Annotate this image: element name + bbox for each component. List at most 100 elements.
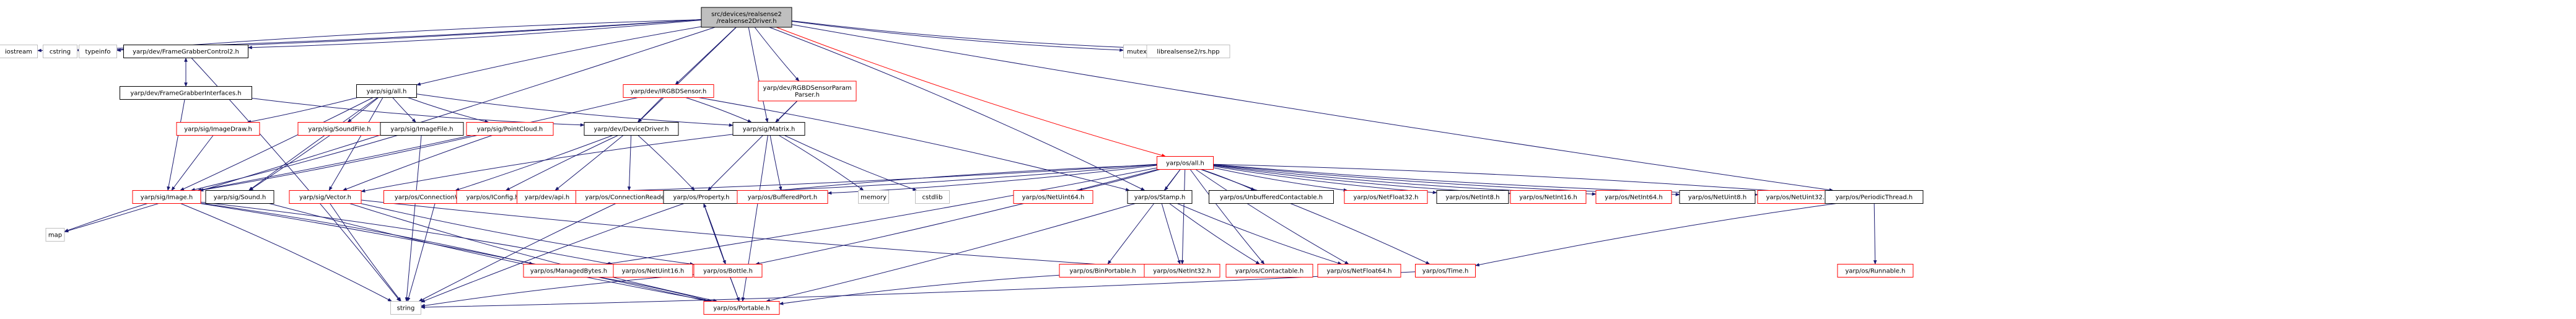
node-box-vector xyxy=(289,190,362,204)
node-netfloat32[interactable]: yarp/os/NetFloat32.h xyxy=(1344,190,1428,204)
node-netint32[interactable]: yarp/os/NetInt32.h xyxy=(1144,264,1220,277)
node-pointcloud[interactable]: yarp/sig/PointCloud.h xyxy=(466,122,554,136)
node-label-time-0: yarp/os/Time.h xyxy=(1422,268,1469,275)
node-box-imagefile xyxy=(380,122,464,136)
node-label-pointcloud-0: yarp/sig/PointCloud.h xyxy=(477,126,543,133)
node-osall[interactable]: yarp/os/all.h xyxy=(1157,156,1214,170)
node-netint64[interactable]: yarp/os/NetInt64.h xyxy=(1595,190,1672,204)
node-unbuffered[interactable]: yarp/os/UnbufferedContactable.h xyxy=(1209,190,1334,204)
node-label-netfloat64-0: yarp/os/NetFloat64.h xyxy=(1326,268,1391,275)
node-cstring: cstring xyxy=(43,45,77,58)
node-label-bottle-0: yarp/os/Bottle.h xyxy=(703,268,753,275)
node-label-netuint64-0: yarp/os/NetUint64.h xyxy=(1022,194,1085,201)
node-netuint8[interactable]: yarp/os/NetUint8.h xyxy=(1679,190,1756,204)
edge-osall-to-netfloat32 xyxy=(1213,167,1348,192)
node-label-fgi-0: yarp/dev/FrameGrabberInterfaces.h xyxy=(130,90,241,97)
edge-osall-to-periodic xyxy=(1213,164,1826,196)
node-box-image xyxy=(132,190,201,204)
node-box-netuint16 xyxy=(613,264,693,277)
node-label-devicedriver-0: yarp/dev/DeviceDriver.h xyxy=(594,126,668,133)
node-box-imagedraw xyxy=(176,122,260,136)
edge-devicedriver-to-iconfig xyxy=(505,135,618,191)
node-bufferedport[interactable]: yarp/os/BufferedPort.h xyxy=(737,190,828,204)
node-netint8[interactable]: yarp/os/NetInt8.h xyxy=(1436,190,1509,204)
edge-matrix-to-vector xyxy=(361,134,734,193)
node-binportable[interactable]: yarp/os/BinPortable.h xyxy=(1059,264,1147,277)
node-label-image-0: yarp/sig/Image.h xyxy=(141,194,193,201)
edge-bottle-to-property xyxy=(703,203,726,264)
node-label-osall-0: yarp/os/all.h xyxy=(1166,160,1204,167)
node-box-root xyxy=(701,7,792,28)
node-portable[interactable]: yarp/os/Portable.h xyxy=(703,301,780,315)
node-box-time xyxy=(1415,264,1476,277)
edge-vector-to-bottle xyxy=(361,203,694,266)
node-box-osall xyxy=(1157,156,1214,170)
node-sound[interactable]: yarp/sig/Sound.h xyxy=(205,190,274,204)
node-netint16[interactable]: yarp/os/NetInt16.h xyxy=(1510,190,1587,204)
edge-image-to-netuint16 xyxy=(200,201,614,266)
node-box-netfloat64 xyxy=(1317,264,1401,277)
node-box-bottle xyxy=(693,264,763,277)
node-api[interactable]: yarp/dev/api.h xyxy=(517,190,577,204)
node-managedbytes[interactable]: yarp/os/ManagedBytes.h xyxy=(523,264,615,277)
node-fgi[interactable]: yarp/dev/FrameGrabberInterfaces.h xyxy=(120,86,252,100)
node-netuint16[interactable]: yarp/os/NetUint16.h xyxy=(613,264,693,277)
edge-fgi-to-devicedriver xyxy=(252,98,585,127)
edge-periodic-to-runnable xyxy=(1873,203,1877,265)
edge-imagefile-to-image xyxy=(190,135,398,191)
node-contactable[interactable]: yarp/os/Contactable.h xyxy=(1225,264,1313,277)
edge-managedbytes-to-portable xyxy=(598,277,712,302)
node-imagefile[interactable]: yarp/sig/ImageFile.h xyxy=(380,122,464,136)
node-box-netint16 xyxy=(1510,190,1587,204)
node-box-netuint8 xyxy=(1679,190,1756,204)
edge-osall-to-contactable xyxy=(1189,169,1265,265)
node-matrix[interactable]: yarp/sig/Matrix.h xyxy=(732,122,805,136)
edge-root-to-devicedriver xyxy=(637,27,737,123)
node-label-netint64-0: yarp/os/NetInt64.h xyxy=(1605,194,1663,201)
node-label-netint32-0: yarp/os/NetInt32.h xyxy=(1153,268,1211,275)
edge-osall-to-netint16 xyxy=(1213,165,1511,195)
node-label-sigall-0: yarp/sig/all.h xyxy=(367,89,407,95)
node-box-bufferedport xyxy=(737,190,828,204)
edge-osall-to-binportable xyxy=(1107,169,1181,265)
node-stamp[interactable]: yarp/os/Stamp.h xyxy=(1127,190,1193,204)
node-image[interactable]: yarp/sig/Image.h xyxy=(132,190,201,204)
node-soundfile[interactable]: yarp/sig/SoundFile.h xyxy=(297,122,382,136)
node-root: src/devices/realsense2/realsense2Driver.… xyxy=(701,7,792,28)
node-label-typeinfo-0: typeinfo xyxy=(85,49,110,56)
edge-root-to-fgc2 xyxy=(247,19,702,50)
node-netfloat64[interactable]: yarp/os/NetFloat64.h xyxy=(1317,264,1401,277)
node-mutex: mutex xyxy=(1123,45,1150,58)
node-box-sigall xyxy=(356,84,417,98)
node-label-property-0: yarp/os/Property.h xyxy=(673,194,730,201)
edge-image-to-managedbytes xyxy=(200,203,534,265)
node-label-root-0: src/devices/realsense2 xyxy=(711,11,782,18)
node-runnable[interactable]: yarp/os/Runnable.h xyxy=(1837,264,1914,277)
node-property[interactable]: yarp/os/Property.h xyxy=(663,190,740,204)
node-netuint64[interactable]: yarp/os/NetUint64.h xyxy=(1013,190,1093,204)
node-bottle[interactable]: yarp/os/Bottle.h xyxy=(693,264,763,277)
node-box-periodic xyxy=(1825,190,1924,204)
node-box-stamp xyxy=(1127,190,1193,204)
node-time[interactable]: yarp/os/Time.h xyxy=(1415,264,1476,277)
node-devicedriver[interactable]: yarp/dev/DeviceDriver.h xyxy=(584,122,679,136)
node-vector[interactable]: yarp/sig/Vector.h xyxy=(289,190,362,204)
edge-rgbdparam-to-property xyxy=(708,100,798,191)
node-box-netuint64 xyxy=(1013,190,1093,204)
node-box-fgi xyxy=(120,86,252,100)
node-irgbd[interactable]: yarp/dev/IRGBDSensor.h xyxy=(623,84,714,98)
node-fgc2[interactable]: yarp/dev/FrameGrabberControl2.h xyxy=(123,45,248,58)
edge-root-to-sigall xyxy=(416,26,702,86)
node-sigall[interactable]: yarp/sig/all.h xyxy=(356,84,417,98)
node-label-netint8-0: yarp/os/NetInt8.h xyxy=(1445,194,1499,201)
edge-matrix-to-memory xyxy=(778,135,864,191)
node-imagedraw[interactable]: yarp/sig/ImageDraw.h xyxy=(176,122,260,136)
node-label-librealsense-0: librealsense2/rs.hpp xyxy=(1157,49,1219,56)
node-label-netfloat32-0: yarp/os/NetFloat32.h xyxy=(1353,194,1418,201)
node-periodic[interactable]: yarp/os/PeriodicThread.h xyxy=(1825,190,1924,204)
edge-matrix-to-bufferedport xyxy=(769,135,782,191)
node-label-contactable-0: yarp/os/Contactable.h xyxy=(1235,268,1303,275)
edge-image-to-map xyxy=(64,203,148,232)
edge-sigall-to-imagedraw xyxy=(247,97,358,124)
